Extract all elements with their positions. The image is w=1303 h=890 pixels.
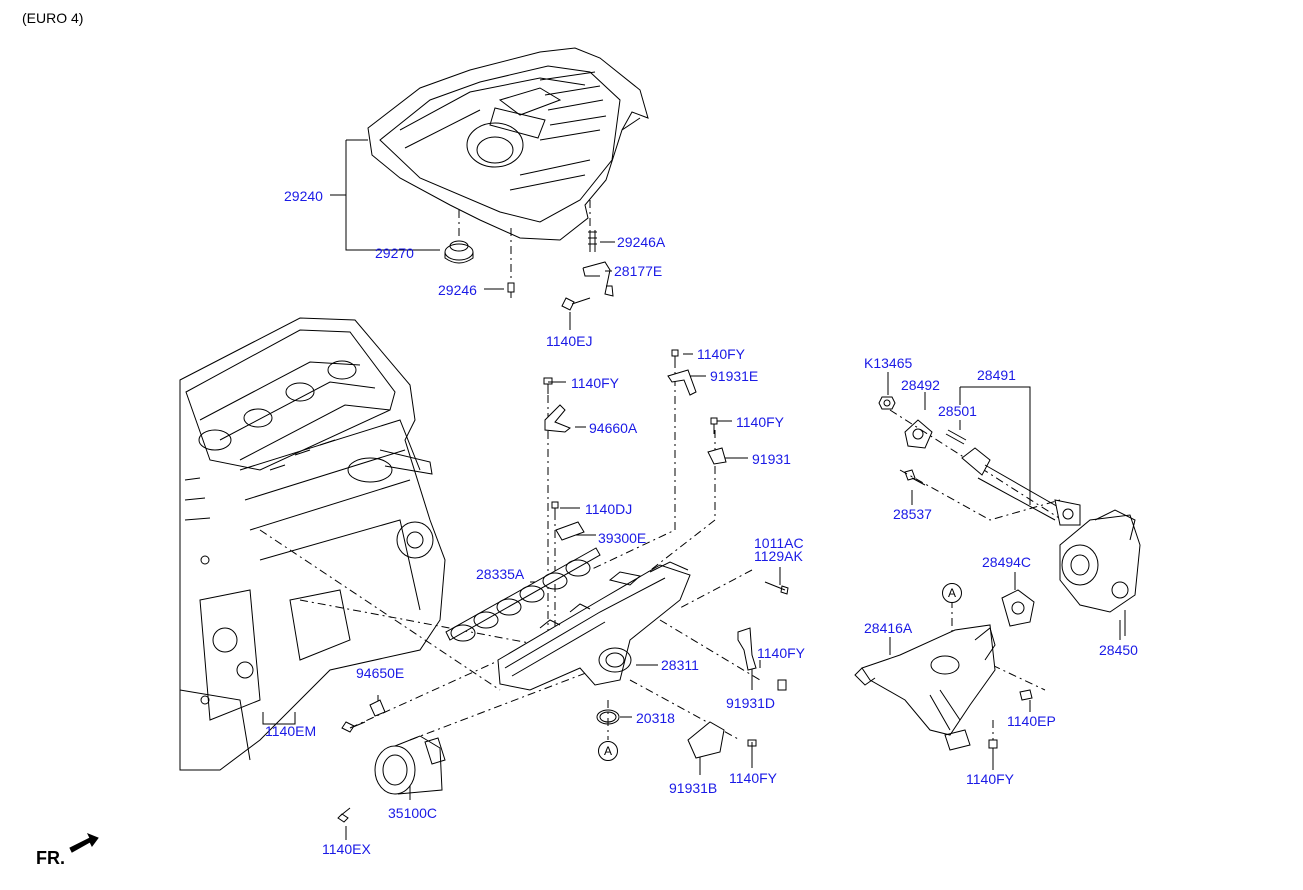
part-label-28311[interactable]: 28311 — [661, 657, 699, 673]
bracket-drawing — [582, 261, 614, 297]
part-label-28494c[interactable]: 28494C — [982, 554, 1032, 570]
stud-drawing — [945, 429, 967, 445]
part-label-1140ep[interactable]: 1140EP — [1007, 713, 1056, 729]
part-label-29246a[interactable]: 29246A — [617, 234, 666, 250]
part-label-91931d[interactable]: 91931D — [726, 695, 776, 711]
part-label-29270[interactable]: 29270 — [375, 245, 414, 261]
part-label-1140em[interactable]: 1140EM — [265, 723, 317, 739]
part-label-28491[interactable]: 28491 — [977, 367, 1016, 383]
part-label-28450[interactable]: 28450 — [1099, 642, 1138, 658]
part-label-91931[interactable]: 91931 — [752, 451, 791, 467]
part-label-1140ex[interactable]: 1140EX — [322, 841, 371, 857]
part-label-29240[interactable]: 29240 — [284, 188, 323, 204]
part-label-1140fy[interactable]: 1140FY — [571, 375, 619, 391]
bolt-drawing — [507, 282, 515, 298]
part-label-1140fy[interactable]: 1140FY — [697, 346, 745, 362]
o-ring-drawing — [596, 709, 620, 725]
part-label-1140fy[interactable]: 1140FY — [729, 770, 777, 786]
part-label-28177e[interactable]: 28177E — [614, 263, 663, 279]
part-label-28492[interactable]: 28492 — [901, 377, 940, 393]
throttle-body-drawing — [374, 735, 446, 795]
part-label-1140fy[interactable]: 1140FY — [736, 414, 784, 430]
reference-marker-a: A — [598, 741, 618, 761]
nut-drawing — [878, 396, 896, 410]
part-label-94660a[interactable]: 94660A — [589, 420, 638, 436]
part-label-28416a[interactable]: 28416A — [864, 620, 913, 636]
part-label-28537[interactable]: 28537 — [893, 506, 932, 522]
front-arrow-icon — [69, 833, 99, 853]
egr-valve-drawing — [1059, 509, 1141, 613]
gasket-drawing — [1001, 589, 1035, 627]
gasket-drawing — [904, 419, 933, 449]
reference-marker-a: A — [942, 583, 962, 603]
part-label-91931b[interactable]: 91931B — [669, 780, 718, 796]
part-label-1140dj[interactable]: 1140DJ — [585, 501, 633, 517]
intake-manifold-drawing — [497, 561, 691, 691]
part-label-1140fy[interactable]: 1140FY — [966, 771, 1014, 787]
part-label-1129ak[interactable]: 1129AK — [754, 548, 803, 564]
part-label-29246[interactable]: 29246 — [438, 282, 477, 298]
part-label-28501[interactable]: 28501 — [938, 403, 977, 419]
bolt-drawing — [337, 349, 1033, 823]
bracket-drawing — [369, 369, 757, 759]
bolt-drawing — [561, 297, 591, 311]
leader-lines — [262, 139, 1126, 840]
part-label-39300e[interactable]: 39300E — [598, 530, 647, 546]
engine-cover-drawing — [367, 47, 649, 241]
egr-pipe-drawing — [961, 447, 1081, 526]
gasket-drawing — [445, 547, 601, 642]
part-label-91931e[interactable]: 91931E — [710, 368, 759, 384]
egr-cooler-drawing — [854, 624, 996, 751]
part-label-1011ac[interactable]: 1011AC — [754, 535, 804, 551]
part-label-1140fy[interactable]: 1140FY — [757, 645, 805, 661]
part-label-94650e[interactable]: 94650E — [356, 665, 405, 681]
grommet-drawing — [444, 240, 474, 264]
front-indicator: FR. — [36, 848, 65, 868]
part-label-20318[interactable]: 20318 — [636, 710, 675, 726]
part-label-k13465[interactable]: K13465 — [864, 355, 913, 371]
engine-block-drawing — [179, 317, 446, 771]
part-label-1140ej[interactable]: 1140EJ — [546, 333, 593, 349]
stud-drawing — [588, 230, 597, 252]
part-label-35100c[interactable]: 35100C — [388, 805, 438, 821]
part-label-28335a[interactable]: 28335A — [476, 566, 525, 582]
diagram-caption: (EURO 4) — [22, 10, 84, 26]
